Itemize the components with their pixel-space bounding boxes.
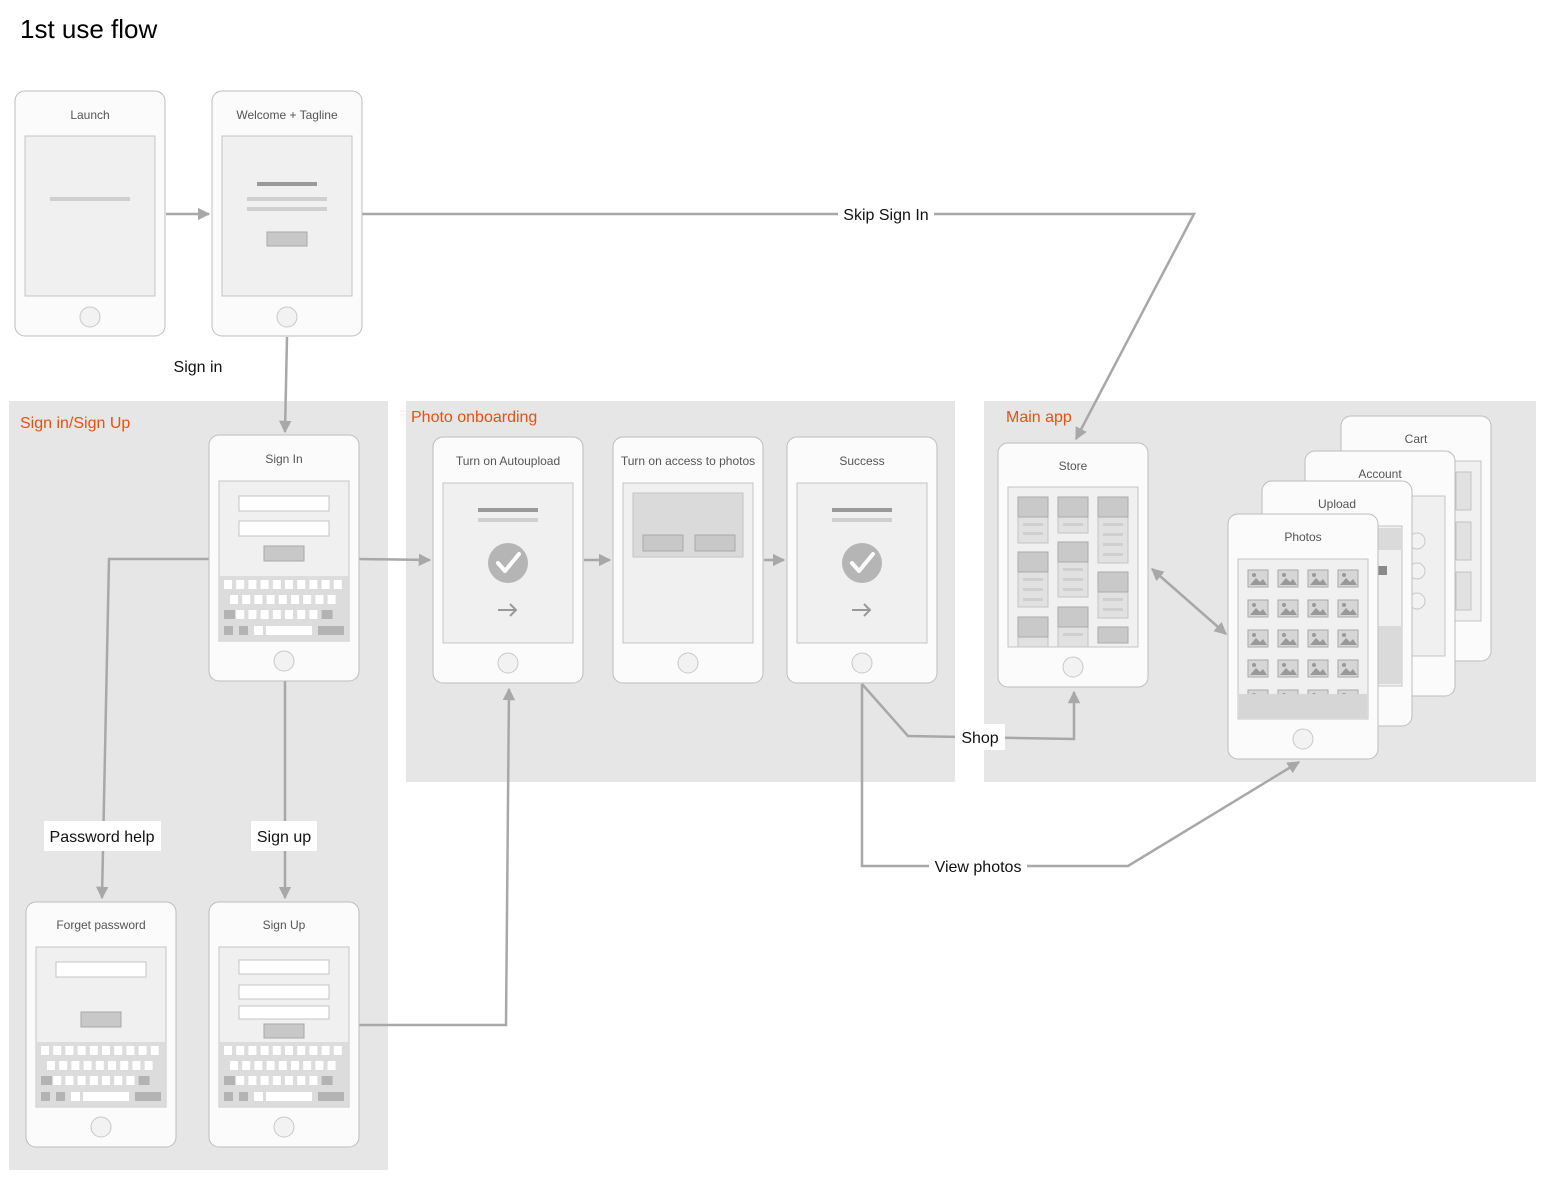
photo-icon xyxy=(1247,659,1269,678)
label-shop: Shop xyxy=(961,730,998,747)
screen-autoupload: Turn on Autoupload xyxy=(432,436,584,684)
group-label-signin: Sign in/Sign Up xyxy=(20,415,130,432)
screen-title-sign-up: Sign Up xyxy=(263,918,306,932)
screen-launch: Launch xyxy=(14,90,166,337)
label-view-photos: View photos xyxy=(935,859,1022,876)
photo-icon xyxy=(1337,599,1359,618)
photo-icon xyxy=(1307,629,1329,648)
screen-title-store: Store xyxy=(1059,459,1088,473)
screen-title-autoupload: Turn on Autoupload xyxy=(456,454,560,468)
arrow-store-photos xyxy=(1151,568,1227,635)
screen-title-forget-password: Forget password xyxy=(56,918,145,932)
photo-icon xyxy=(1247,629,1269,648)
home-button-icon xyxy=(273,1116,295,1138)
photo-icon xyxy=(1307,659,1329,678)
screen-access-photos: Turn on access to photos xyxy=(612,436,764,684)
screen-forget-password: Forget password xyxy=(25,901,177,1148)
screen-sign-up: Sign Up xyxy=(208,901,360,1148)
screen-title-upload: Upload xyxy=(1318,497,1356,511)
check-icon xyxy=(488,543,528,583)
photo-icon xyxy=(1337,659,1359,678)
screen-title-cart: Cart xyxy=(1405,432,1428,446)
label-skip-signin: Skip Sign In xyxy=(843,207,928,224)
screen-title-sign-in: Sign In xyxy=(265,452,302,466)
photo-icon xyxy=(1277,569,1299,588)
photo-icon xyxy=(1247,599,1269,618)
label-password-help: Password help xyxy=(50,829,155,846)
screen-title-access-photos: Turn on access to photos xyxy=(621,454,755,468)
screen-title-account: Account xyxy=(1358,467,1402,481)
home-button-icon xyxy=(276,306,298,328)
arrow-right-icon xyxy=(852,603,872,617)
group-label-main-app: Main app xyxy=(1006,409,1072,426)
label-sign-up: Sign up xyxy=(257,829,311,846)
photo-icon xyxy=(1277,629,1299,648)
photo-icon xyxy=(1307,599,1329,618)
photo-icon xyxy=(1277,659,1299,678)
screen-welcome: Welcome + Tagline xyxy=(211,90,363,337)
arrow-signup-to-autoupload xyxy=(359,687,516,1027)
label-sign-in: Sign in xyxy=(174,359,223,376)
group-label-onboarding: Photo onboarding xyxy=(411,409,537,426)
screen-photos: Photos xyxy=(1227,513,1379,760)
arrow-right-icon xyxy=(498,603,518,617)
page-title: 1st use flow xyxy=(20,14,158,44)
home-button-icon xyxy=(273,650,295,672)
screen-title-welcome: Welcome + Tagline xyxy=(236,108,338,122)
check-icon xyxy=(842,543,882,583)
arrow-skip-signin xyxy=(362,212,1197,441)
home-button-icon xyxy=(851,652,873,674)
photo-icon xyxy=(1337,629,1359,648)
screen-title-launch: Launch xyxy=(70,108,109,122)
home-button-icon xyxy=(79,306,101,328)
screen-sign-in: Sign In xyxy=(208,434,360,682)
arrow-password-help xyxy=(95,557,210,900)
home-button-icon xyxy=(1292,728,1314,750)
screen-title-photos: Photos xyxy=(1284,530,1321,544)
screen-success: Success xyxy=(786,436,938,684)
home-button-icon xyxy=(677,652,699,674)
photo-icon xyxy=(1307,569,1329,588)
arrow-signin xyxy=(278,336,292,434)
photo-icon xyxy=(1337,569,1359,588)
arrow-signin-to-autoupload xyxy=(358,553,432,567)
photo-icon xyxy=(1247,569,1269,588)
home-button-icon xyxy=(497,652,519,674)
home-button-icon xyxy=(1062,656,1084,678)
home-button-icon xyxy=(90,1116,112,1138)
photo-icon xyxy=(1277,599,1299,618)
screen-title-success: Success xyxy=(839,454,884,468)
screen-store: Store xyxy=(997,442,1149,688)
